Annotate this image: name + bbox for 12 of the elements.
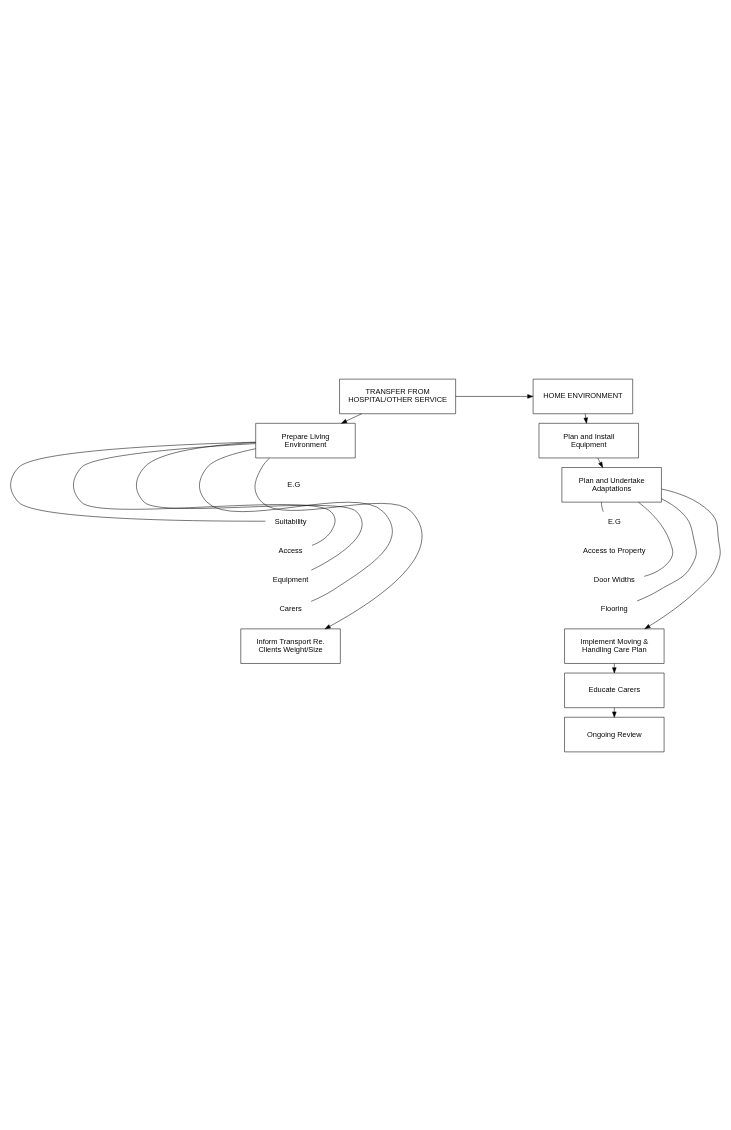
arrow bbox=[644, 488, 721, 629]
arrow bbox=[341, 413, 362, 424]
arrow bbox=[612, 662, 617, 673]
connector bbox=[10, 441, 266, 521]
arrow bbox=[583, 413, 588, 424]
connector bbox=[199, 447, 393, 602]
arrow bbox=[455, 393, 534, 399]
connector bbox=[73, 442, 336, 546]
connector bbox=[136, 441, 363, 570]
arrow bbox=[597, 457, 603, 468]
arrow bbox=[254, 457, 423, 629]
arrow bbox=[612, 706, 617, 717]
